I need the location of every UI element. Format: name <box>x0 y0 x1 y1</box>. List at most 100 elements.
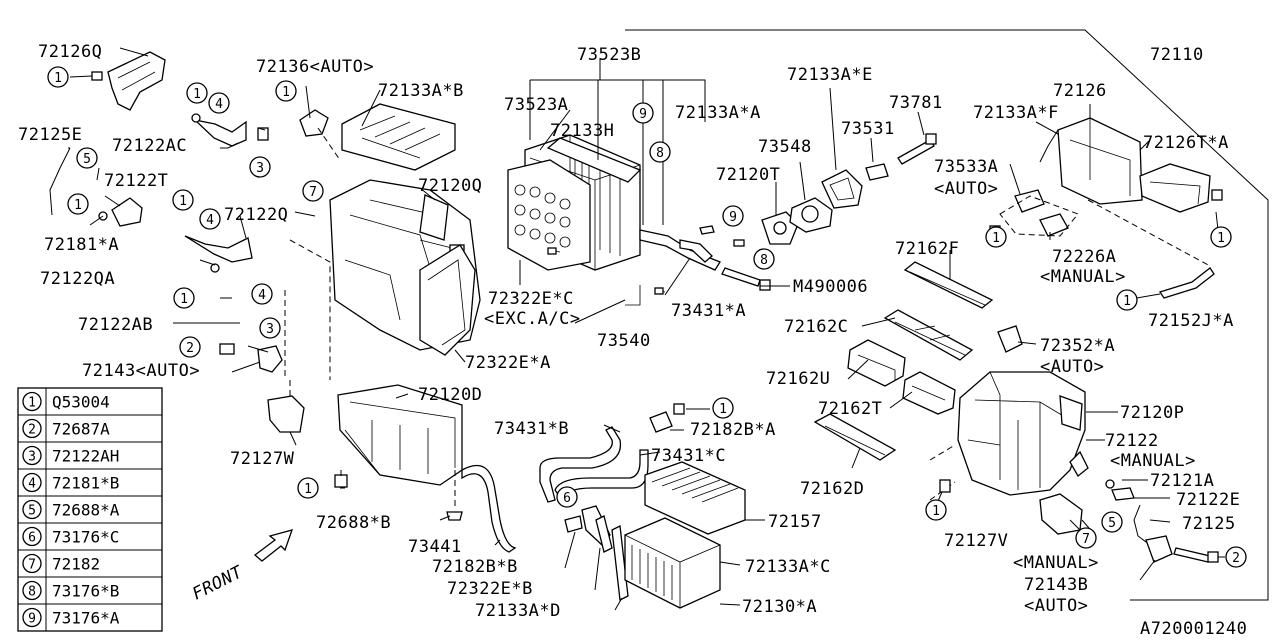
label-72322EC-exc[interactable]: <EXC.A/C> <box>484 309 581 329</box>
legend-part-number[interactable]: 73176*A <box>52 609 120 628</box>
label-72125E[interactable]: 72125E <box>18 125 82 145</box>
callout-1[interactable]: 1 <box>1116 289 1138 311</box>
callout-2[interactable]: 2 <box>1225 546 1247 568</box>
label-72133AA[interactable]: 72133A*A <box>675 103 761 123</box>
label-72126[interactable]: 72126 <box>1053 81 1107 101</box>
label-72120Q[interactable]: 72120Q <box>418 176 482 196</box>
legend-part-number[interactable]: 72122AH <box>52 447 119 466</box>
label-72182BA[interactable]: 72182B*A <box>690 420 776 440</box>
callout-5[interactable]: 5 <box>76 147 98 169</box>
label-73431C[interactable]: 73431*C <box>651 446 726 466</box>
callout-9[interactable]: 9 <box>722 205 744 227</box>
legend-part-number[interactable]: 72182 <box>52 555 100 574</box>
callout-6[interactable]: 6 <box>556 486 578 508</box>
label-72110[interactable]: 72110 <box>1150 45 1204 65</box>
callout-1[interactable]: 1 <box>925 499 947 521</box>
label-72120D[interactable]: 72120D <box>418 385 482 405</box>
callout-3[interactable]: 3 <box>249 156 271 178</box>
label-72122E[interactable]: 72122E <box>1176 490 1240 510</box>
callout-1[interactable]: 1 <box>67 193 89 215</box>
label-72133AD[interactable]: 72133A*D <box>475 601 561 621</box>
label-72688B[interactable]: 72688*B <box>316 513 391 533</box>
label-73431B[interactable]: 73431*B <box>494 419 569 439</box>
callout-4[interactable]: 4 <box>199 208 221 230</box>
callout-4[interactable]: 4 <box>208 92 230 114</box>
label-72120P[interactable]: 72120P <box>1120 403 1184 423</box>
legend-part-number[interactable]: 73176*C <box>52 528 119 547</box>
label-72136-auto[interactable]: 72136<AUTO> <box>256 57 374 77</box>
label-72162F[interactable]: 72162F <box>895 239 959 259</box>
callout-3[interactable]: 3 <box>259 317 281 339</box>
label-72226A-manual[interactable]: <MANUAL> <box>1040 267 1126 287</box>
label-72133AB[interactable]: 72133A*B <box>378 81 464 101</box>
label-72226A[interactable]: 72226A <box>1052 247 1116 267</box>
legend-part-number[interactable]: 73176*B <box>52 582 119 601</box>
label-72152JA[interactable]: 72152J*A <box>1148 311 1234 331</box>
callout-1[interactable]: 1 <box>186 82 208 104</box>
callout-2[interactable]: 2 <box>179 336 201 358</box>
callout-7[interactable]: 7 <box>1075 527 1097 549</box>
label-72122-manual[interactable]: <MANUAL> <box>1110 451 1196 471</box>
callout-1[interactable]: 1 <box>47 66 69 88</box>
callout-1[interactable]: 1 <box>172 189 194 211</box>
label-72122T[interactable]: 72122T <box>104 171 168 191</box>
label-72130A[interactable]: 72130*A <box>742 597 817 617</box>
legend-part-number[interactable]: 72181*B <box>52 474 119 493</box>
label-72126TA[interactable]: 72126T*A <box>1143 133 1229 153</box>
callout-4[interactable]: 4 <box>251 283 273 305</box>
label-72122AC[interactable]: 72122AC <box>112 136 187 156</box>
callout-1[interactable]: 1 <box>712 397 734 419</box>
callout-1[interactable]: 1 <box>275 80 297 102</box>
legend-part-number[interactable]: 72687A <box>52 420 110 439</box>
label-73523A[interactable]: 73523A <box>504 95 568 115</box>
callout-1[interactable]: 1 <box>1210 226 1232 248</box>
callout-5[interactable]: 5 <box>1101 511 1123 533</box>
label-72122[interactable]: 72122 <box>1105 431 1159 451</box>
callout-8[interactable]: 8 <box>753 248 775 270</box>
label-72122QA[interactable]: 72122QA <box>40 269 115 289</box>
label-72162U[interactable]: 72162U <box>766 369 830 389</box>
label-72133AE[interactable]: 72133A*E <box>787 65 873 85</box>
label-72120T[interactable]: 72120T <box>716 165 780 185</box>
label-72352A-auto[interactable]: <AUTO> <box>1040 357 1104 377</box>
label-M490006[interactable]: M490006 <box>793 277 868 297</box>
callout-1[interactable]: 1 <box>985 226 1007 248</box>
label-72182BB[interactable]: 72182B*B <box>432 557 518 577</box>
label-72322EC[interactable]: 72322E*C <box>488 289 574 309</box>
label-72143B[interactable]: 72143B <box>1024 575 1088 595</box>
callout-9[interactable]: 9 <box>632 102 654 124</box>
label-72322EB[interactable]: 72322E*B <box>447 579 533 599</box>
label-72157[interactable]: 72157 <box>768 512 822 532</box>
callout-1[interactable]: 1 <box>173 287 195 309</box>
label-72162C[interactable]: 72162C <box>784 317 848 337</box>
label-72126Q[interactable]: 72126Q <box>38 42 102 62</box>
label-73540[interactable]: 73540 <box>597 331 651 351</box>
legend-part-number[interactable]: Q53004 <box>52 393 110 412</box>
label-73441[interactable]: 73441 <box>408 537 462 557</box>
label-73781[interactable]: 73781 <box>889 93 943 113</box>
label-73523B[interactable]: 73523B <box>577 45 641 65</box>
callout-8[interactable]: 8 <box>649 141 671 163</box>
label-72352A[interactable]: 72352*A <box>1040 336 1115 356</box>
label-73548[interactable]: 73548 <box>758 137 812 157</box>
legend-part-number[interactable]: 72688*A <box>52 501 120 520</box>
label-73533A[interactable]: 73533A <box>934 157 998 177</box>
label-72133AF[interactable]: 72133A*F <box>973 103 1059 123</box>
label-72162D[interactable]: 72162D <box>800 479 864 499</box>
label-72121A[interactable]: 72121A <box>1150 471 1214 491</box>
callout-1[interactable]: 1 <box>297 477 319 499</box>
label-73431A[interactable]: 73431*A <box>671 301 746 321</box>
label-72133AC[interactable]: 72133A*C <box>745 557 831 577</box>
label-72181A[interactable]: 72181*A <box>44 235 119 255</box>
label-72127W[interactable]: 72127W <box>230 449 295 469</box>
callout-7[interactable]: 7 <box>302 180 324 202</box>
label-72143-auto[interactable]: 72143<AUTO> <box>82 361 200 381</box>
label-72162T[interactable]: 72162T <box>818 399 882 419</box>
label-72125[interactable]: 72125 <box>1182 514 1236 534</box>
label-73533A-auto[interactable]: <AUTO> <box>934 179 998 199</box>
label-72143B-auto[interactable]: <AUTO> <box>1024 596 1088 616</box>
label-72133H[interactable]: 72133H <box>550 121 614 141</box>
label-72322EA[interactable]: 72322E*A <box>465 353 551 373</box>
label-72127V[interactable]: 72127V <box>944 531 1008 551</box>
label-72122Q[interactable]: 72122Q <box>224 205 288 225</box>
